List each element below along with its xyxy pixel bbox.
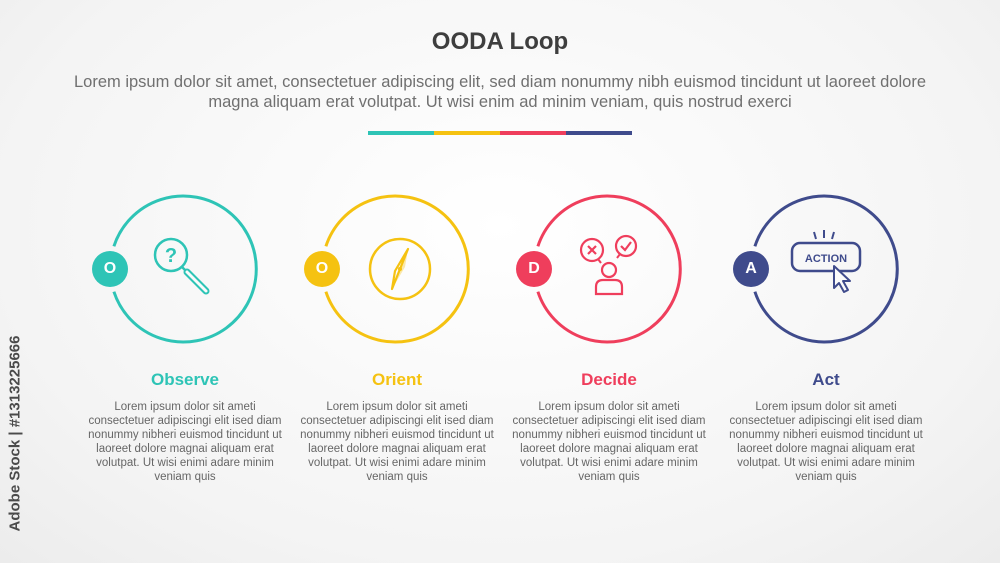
divider-decide: [500, 131, 566, 135]
observe-title: Observe: [150, 370, 220, 389]
action-icon-text: ACTION: [805, 253, 847, 265]
observe-description: Lorem ipsum dolor sit ameti consectetuer…: [88, 401, 282, 483]
page-title: OODA Loop: [431, 28, 569, 55]
person-decision-icon: [579, 234, 638, 296]
orient-badge: O: [304, 251, 340, 287]
decide-badge: D: [516, 251, 552, 287]
divider-orient: [434, 131, 500, 135]
act-title: Act: [812, 370, 840, 389]
decide-title: Decide: [581, 370, 637, 389]
act-ring: [753, 194, 899, 344]
orient-title: Orient: [371, 370, 423, 389]
stock-watermark: Adobe Stock | #1313225666: [6, 335, 24, 531]
page-subtitle: Lorem ipsum dolor sit amet, consectetuer…: [73, 73, 927, 111]
step-orient: O Orient Lorem ipsum dolor sit ameti con…: [287, 168, 507, 508]
act-description: Lorem ipsum dolor sit ameti consectetuer…: [729, 401, 923, 483]
act-badge: A: [733, 251, 769, 287]
decide-description: Lorem ipsum dolor sit ameti consectetuer…: [512, 401, 706, 483]
compass-icon: [368, 237, 432, 301]
orient-ring: [324, 194, 470, 344]
step-act: A ACTION Act Lorem ipsum dolor sit ameti…: [716, 168, 936, 508]
step-observe: O ? Observe Lorem ipsum dolor sit ameti …: [75, 168, 295, 508]
observe-badge: O: [92, 251, 128, 287]
divider-act: [566, 131, 632, 135]
orient-description: Lorem ipsum dolor sit ameti consectetuer…: [300, 401, 494, 483]
action-button-click-icon: ACTION: [790, 230, 862, 293]
svg-text:?: ?: [165, 245, 177, 267]
observe-ring: [112, 194, 258, 344]
decide-ring: [536, 194, 682, 344]
magnifier-question-icon: ?: [153, 237, 210, 295]
divider-observe: [368, 131, 434, 135]
step-decide: D Decide Lorem ipsum dolor sit ameti con…: [499, 168, 719, 508]
